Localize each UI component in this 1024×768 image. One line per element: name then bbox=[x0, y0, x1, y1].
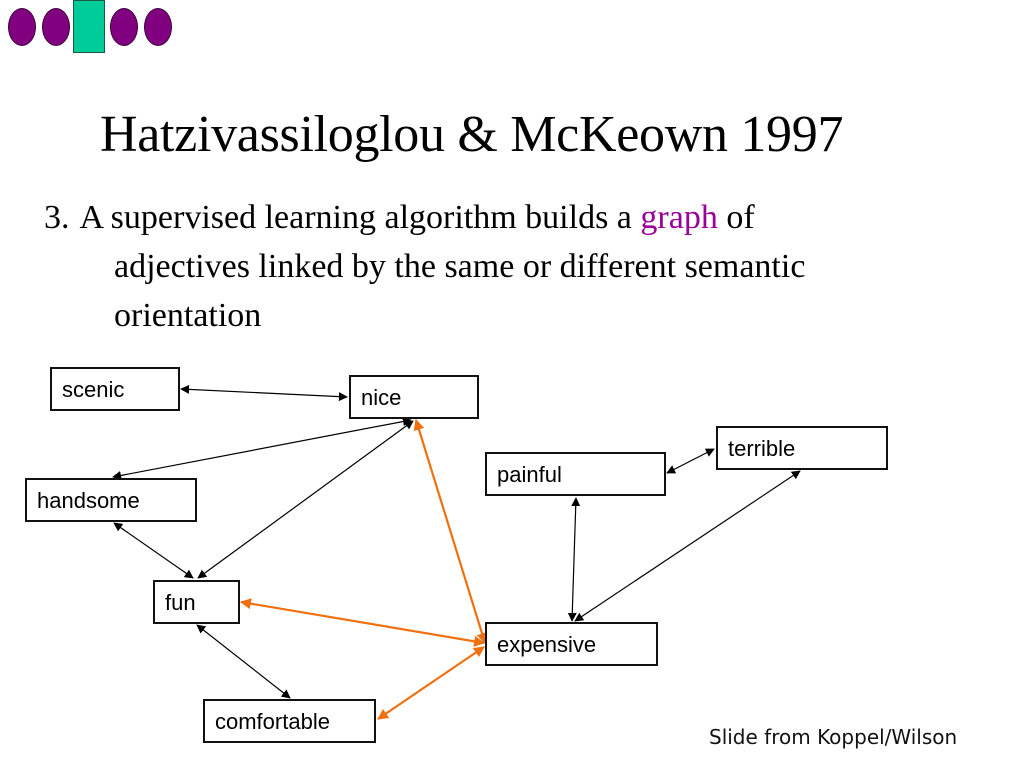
highlight-word: graph bbox=[640, 199, 718, 236]
node-nice: nice bbox=[349, 375, 479, 419]
bullet-line-2: adjectives linked by the same or differe… bbox=[114, 248, 806, 285]
edge-fun-comfortable bbox=[196, 624, 291, 699]
logo-bar-icon bbox=[73, 0, 105, 53]
logo-dot-icon bbox=[144, 8, 172, 46]
bullet-line-1: 3.A supervised learning algorithm builds… bbox=[44, 193, 964, 242]
edge-handsome-fun bbox=[113, 522, 194, 579]
bullet-point: 3.A supervised learning algorithm builds… bbox=[44, 193, 964, 340]
node-fun: fun bbox=[153, 580, 240, 624]
edge-comfortable-expensive bbox=[377, 646, 485, 720]
edge-nice-handsome bbox=[112, 417, 412, 480]
logo-dot-icon bbox=[42, 8, 70, 46]
bullet-line-3: orientation bbox=[114, 297, 262, 334]
edge-nice-expensive bbox=[413, 418, 488, 645]
edge-fun-expensive bbox=[239, 598, 486, 647]
bullet-text: of bbox=[726, 199, 755, 236]
edge-terrible-expensive bbox=[574, 470, 801, 622]
slide-credit: Slide from Koppel/Wilson bbox=[709, 725, 958, 749]
edge-nice-fun bbox=[197, 420, 414, 579]
node-painful: painful bbox=[485, 452, 666, 496]
edge-painful-expensive bbox=[567, 497, 581, 622]
node-expensive: expensive bbox=[485, 622, 658, 666]
slide-logo bbox=[0, 0, 200, 60]
node-terrible: terrible bbox=[716, 426, 888, 470]
bullet-text: A supervised learning algorithm builds a bbox=[79, 199, 632, 236]
slide-title: Hatzivassiloglou & McKeown 1997 bbox=[100, 106, 844, 163]
logo-dot-icon bbox=[110, 8, 138, 46]
edge-scenic-nice bbox=[180, 384, 348, 402]
bullet-number: 3. bbox=[44, 199, 70, 236]
node-handsome: handsome bbox=[25, 478, 197, 522]
node-comfortable: comfortable bbox=[203, 699, 376, 743]
logo-dot-icon bbox=[8, 8, 36, 46]
node-scenic: scenic bbox=[50, 367, 180, 411]
edge-painful-terrible bbox=[666, 448, 715, 474]
